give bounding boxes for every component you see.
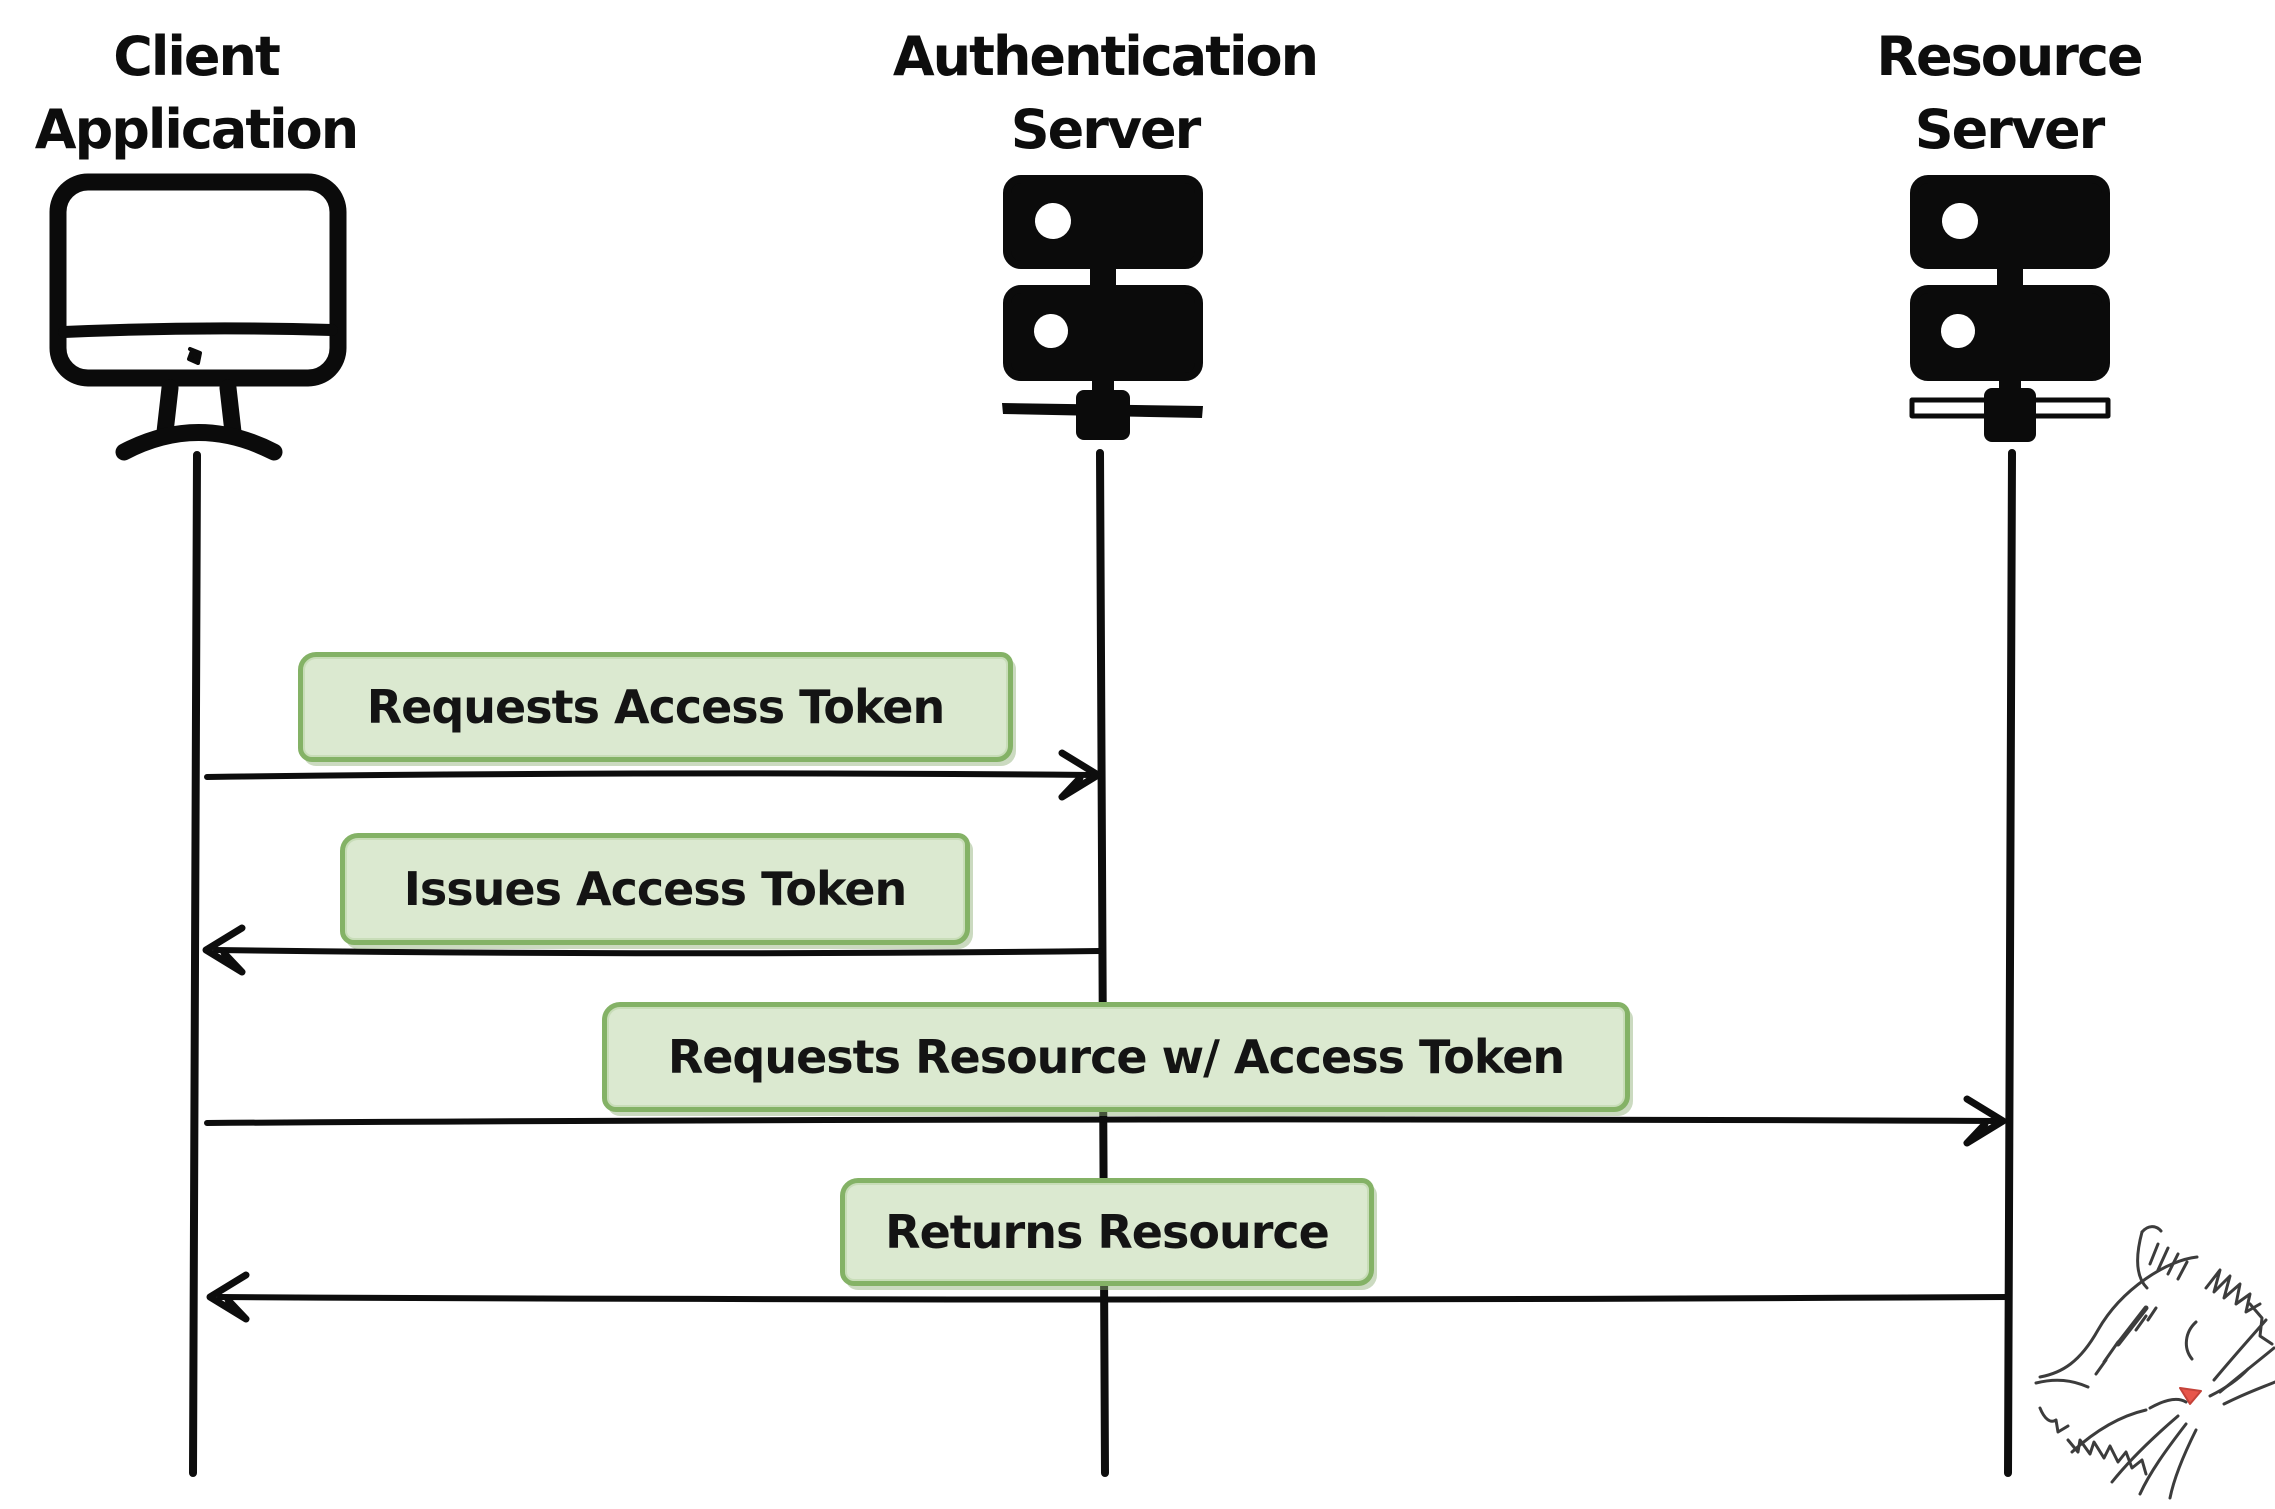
message-label-returns-resource: Returns Resource [840, 1178, 1374, 1286]
message-arrow-1 [204, 749, 1102, 801]
arrowhead-left-icon [206, 1271, 250, 1323]
arrowhead-left-icon [202, 924, 246, 976]
server-icon-auth [1002, 175, 1203, 440]
actor-title-auth-server: Authentication Server [785, 20, 1425, 166]
message-arrow-3 [204, 1095, 2007, 1147]
client-lifeline [189, 451, 201, 1477]
arrowhead-right-icon [1058, 749, 1102, 801]
actor-title-line: Application [34, 98, 359, 161]
actor-title-line: Authentication [892, 25, 1319, 88]
server-led-icon [1034, 202, 1072, 240]
server-icon-resource [1909, 175, 2111, 442]
server-led-icon [1940, 313, 1976, 349]
actor-title-line: Server [1010, 98, 1202, 161]
monitor-logo-icon [187, 347, 202, 365]
actor-title-line: Client [113, 25, 281, 88]
resource-lifeline [2004, 449, 2016, 1477]
actor-title-client: Client Application [0, 20, 516, 166]
cat-doodle-icon [2034, 1225, 2275, 1500]
message-arrow-4 [206, 1271, 2011, 1323]
arrowhead-right-icon [1963, 1095, 2007, 1147]
actor-title-resource-server: Resource Server [1689, 20, 2275, 166]
actor-title-line: Server [1914, 98, 2106, 161]
message-label-requests-access-token: Requests Access Token [298, 652, 1013, 762]
message-label-issues-access-token: Issues Access Token [340, 833, 970, 945]
server-led-icon [1941, 202, 1979, 240]
auth-lifeline [1096, 449, 1109, 1477]
cat-nose-icon [2179, 1387, 2202, 1405]
message-arrow-2 [202, 924, 1103, 976]
message-label-requests-resource: Requests Resource w/ Access Token [602, 1002, 1630, 1112]
monitor-icon [49, 173, 347, 461]
server-led-icon [1033, 313, 1069, 349]
actor-title-line: Resource [1876, 25, 2143, 88]
